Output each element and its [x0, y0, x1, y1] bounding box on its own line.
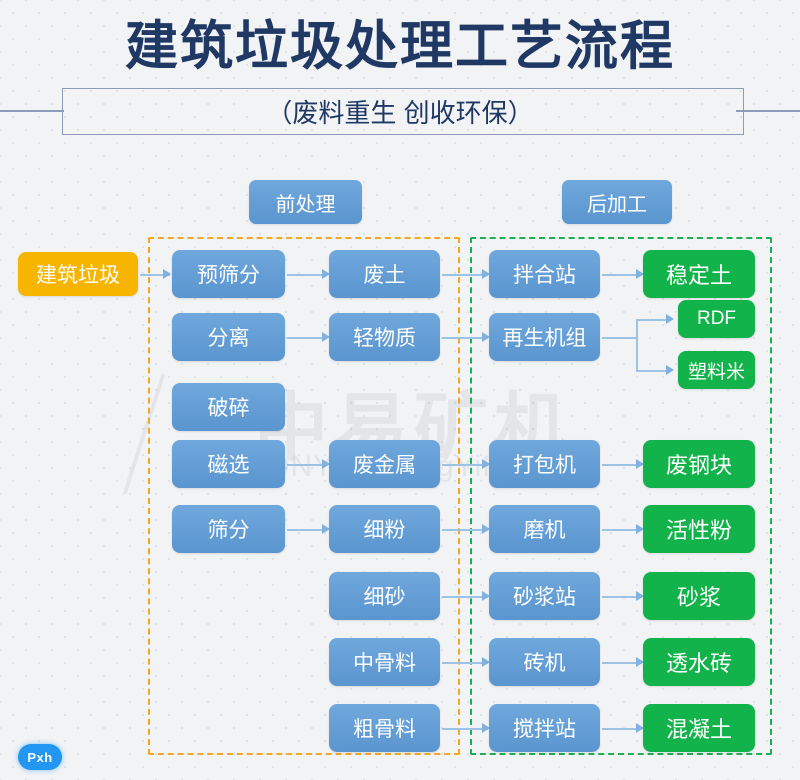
edge-wastesoil-mixplant: [442, 274, 488, 276]
node-waste-soil[interactable]: 废土: [329, 250, 440, 298]
node-brick-machine[interactable]: 砖机: [489, 638, 600, 686]
arrowhead: [666, 365, 674, 375]
node-active-powder[interactable]: 活性粉: [643, 505, 755, 553]
zone-pre-treatment: [148, 237, 460, 755]
node-baling-machine[interactable]: 打包机: [489, 440, 600, 488]
node-rdf[interactable]: RDF: [678, 300, 755, 338]
arrowhead: [482, 723, 490, 733]
edge-midagg-brickmachine: [442, 662, 488, 664]
arrowhead: [482, 332, 490, 342]
node-stabilized-soil[interactable]: 稳定土: [643, 250, 755, 298]
edge-input-presort: [140, 274, 170, 276]
edge-magnet-scrap: [287, 464, 327, 466]
edge-finepowder-mill: [442, 529, 488, 531]
edge-separate-light: [287, 337, 327, 339]
node-fine-sand[interactable]: 细砂: [329, 572, 440, 620]
arrowhead: [322, 524, 330, 534]
arrowhead: [163, 269, 171, 279]
arrowhead: [666, 314, 674, 324]
node-permeable-brick[interactable]: 透水砖: [643, 638, 755, 686]
arrowhead: [636, 269, 644, 279]
node-construction-waste[interactable]: 建筑垃圾: [18, 252, 138, 296]
arrowhead: [322, 459, 330, 469]
arrowhead: [482, 657, 490, 667]
node-mortar-station[interactable]: 砂浆站: [489, 572, 600, 620]
page-subtitle: （废料重生 创收环保）: [0, 96, 800, 130]
node-scrap-steel[interactable]: 废钢块: [643, 440, 755, 488]
edge-coarseagg-batchplant: [442, 728, 488, 730]
edge-regen-rdf: [636, 319, 670, 321]
title-area: 建筑垃圾处理工艺流程 （废料重生 创收环保）: [0, 0, 800, 160]
pxh-badge: Pxh: [18, 744, 62, 770]
arrowhead: [636, 524, 644, 534]
arrowhead: [636, 459, 644, 469]
title-decor-line-left: [0, 110, 64, 112]
page-subtitle-text: （废料重生 创收环保）: [256, 98, 544, 128]
node-plastic-pellets[interactable]: 塑料米: [678, 351, 755, 389]
node-screening[interactable]: 筛分: [172, 505, 285, 553]
arrowhead: [322, 332, 330, 342]
node-grinding-mill[interactable]: 磨机: [489, 505, 600, 553]
node-crushing[interactable]: 破碎: [172, 383, 285, 431]
edge-mortarstation-mortar: [602, 596, 642, 598]
node-pre-screening[interactable]: 预筛分: [172, 250, 285, 298]
arrowhead: [636, 723, 644, 733]
arrowhead: [636, 657, 644, 667]
node-mortar[interactable]: 砂浆: [643, 572, 755, 620]
edge-regen-branch-bus: [636, 320, 638, 372]
zone-post-processing: [470, 237, 772, 755]
title-decor-frame: [62, 88, 744, 135]
node-light-material[interactable]: 轻物质: [329, 313, 440, 361]
edge-mill-activepowder: [602, 529, 642, 531]
arrowhead: [482, 269, 490, 279]
zone-header-post-processing[interactable]: 后加工: [562, 180, 672, 224]
node-separation[interactable]: 分离: [172, 313, 285, 361]
edge-presort-wastesoil: [287, 274, 327, 276]
node-concrete[interactable]: 混凝土: [643, 704, 755, 752]
arrowhead: [482, 459, 490, 469]
arrowhead: [482, 524, 490, 534]
edge-screen-finepowder: [287, 529, 327, 531]
page-title: 建筑垃圾处理工艺流程: [125, 17, 675, 76]
arrowhead: [482, 591, 490, 601]
title-decor-line-right: [736, 110, 800, 112]
edge-mixplant-stabsoil: [602, 274, 642, 276]
zone-header-pre-treatment[interactable]: 前处理: [249, 180, 362, 224]
edge-light-regen: [442, 337, 488, 339]
node-mixing-plant[interactable]: 拌合站: [489, 250, 600, 298]
arrowhead: [322, 269, 330, 279]
arrowhead: [636, 591, 644, 601]
edge-brickmachine-permbrick: [602, 662, 642, 664]
node-magnetic-separation[interactable]: 磁选: [172, 440, 285, 488]
edge-finesand-mortarstation: [442, 596, 488, 598]
edge-baler-steel: [602, 464, 642, 466]
edge-batchplant-concrete: [602, 728, 642, 730]
node-fine-powder[interactable]: 细粉: [329, 505, 440, 553]
node-coarse-aggregate[interactable]: 粗骨料: [329, 704, 440, 752]
edge-scrap-baler: [442, 464, 488, 466]
node-medium-aggregate[interactable]: 中骨料: [329, 638, 440, 686]
edge-regen-plastic: [636, 370, 670, 372]
node-regeneration-unit[interactable]: 再生机组: [489, 313, 600, 361]
node-batching-plant[interactable]: 搅拌站: [489, 704, 600, 752]
edge-regen-branch-stem: [602, 337, 638, 339]
node-scrap-metal[interactable]: 废金属: [329, 440, 440, 488]
